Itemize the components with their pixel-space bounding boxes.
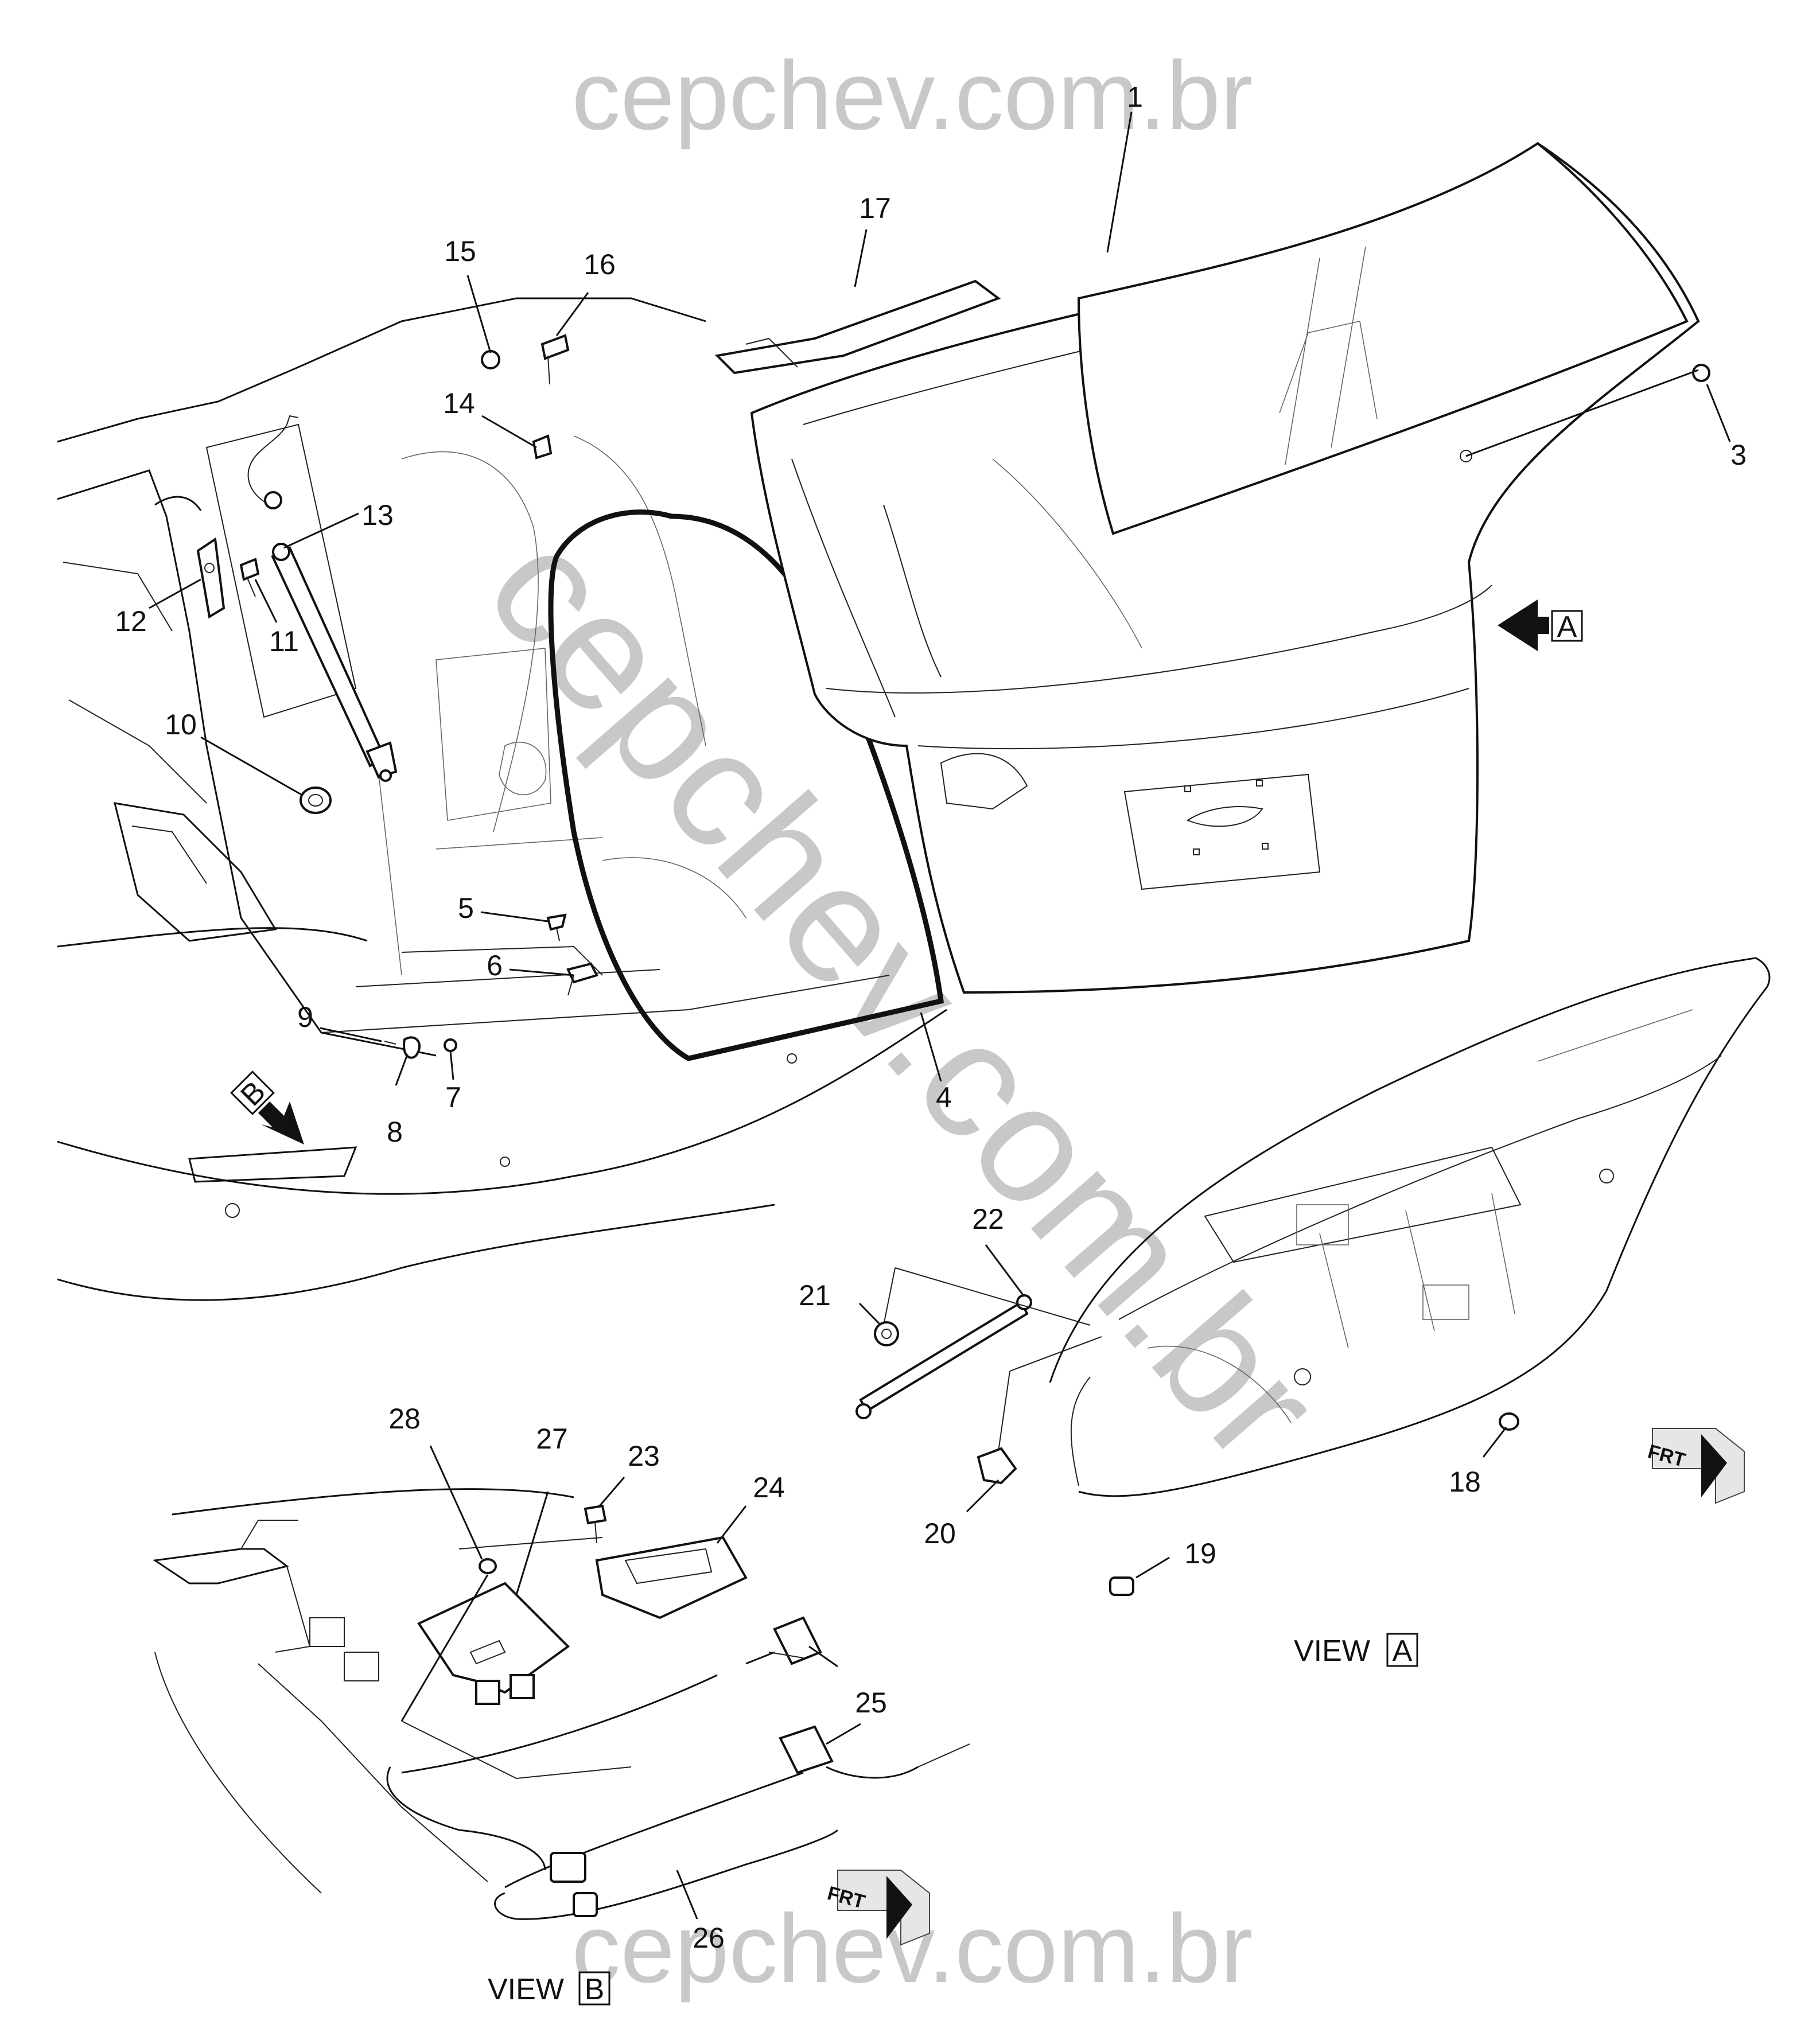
callout-4: 4	[936, 1081, 952, 1114]
liftgate-strut	[247, 415, 398, 782]
vehicle-body-rear	[57, 297, 947, 1301]
view-a-arrow-letter: A	[1557, 610, 1577, 644]
callout-24: 24	[753, 1471, 785, 1504]
callout-12: 12	[115, 605, 147, 637]
callout-11: 11	[269, 625, 299, 657]
frt-orientation-icon-a: FRT	[1646, 1428, 1745, 1504]
callout-3: 3	[1730, 439, 1747, 471]
view-a-liftgate-inner	[855, 957, 1771, 1596]
callout-28: 28	[388, 1403, 421, 1435]
callout-1: 1	[1127, 81, 1143, 113]
leader-lines	[149, 111, 1731, 1920]
callout-20: 20	[924, 1517, 956, 1550]
liftgate-panel	[714, 142, 1700, 994]
callout-6: 6	[487, 949, 503, 982]
grommet	[300, 787, 332, 814]
callout-15: 15	[444, 235, 476, 267]
small-fasteners	[384, 334, 1710, 1059]
view-a-arrow: A	[1498, 599, 1583, 651]
callout-13: 13	[361, 499, 394, 531]
view-b-label: VIEW B	[488, 1971, 610, 2006]
callout-9: 9	[297, 1001, 313, 1033]
view-b-arrow: B	[230, 1070, 304, 1144]
callout-25: 25	[855, 1687, 887, 1719]
callout-18: 18	[1449, 1466, 1481, 1498]
callout-16: 16	[584, 248, 616, 281]
callout-21: 21	[799, 1279, 831, 1311]
callout-27: 27	[536, 1423, 568, 1455]
view-a-label: VIEW A	[1294, 1633, 1418, 1668]
callout-numbers: 1 3 4 5 6 7 8 9 10 11 12 13 14 15 16 17 …	[115, 81, 1747, 1954]
view-b-control-module	[152, 1488, 970, 1920]
callout-7: 7	[445, 1081, 461, 1114]
watermark-top: cepchev.com.br	[571, 41, 1253, 150]
view-b-word: VIEW	[488, 1973, 564, 2006]
callout-26: 26	[693, 1922, 725, 1954]
callout-10: 10	[165, 708, 197, 741]
view-a-word: VIEW	[1294, 1634, 1370, 1668]
callout-14: 14	[443, 387, 475, 419]
callout-8: 8	[387, 1116, 403, 1148]
callout-23: 23	[628, 1440, 660, 1472]
callout-5: 5	[458, 892, 474, 924]
callout-22: 22	[972, 1203, 1004, 1235]
view-b-letter: B	[585, 1973, 605, 2006]
view-a-letter: A	[1393, 1634, 1413, 1668]
callout-17: 17	[859, 192, 891, 224]
callout-19: 19	[1184, 1537, 1216, 1570]
liftgate-hinge	[196, 537, 260, 619]
